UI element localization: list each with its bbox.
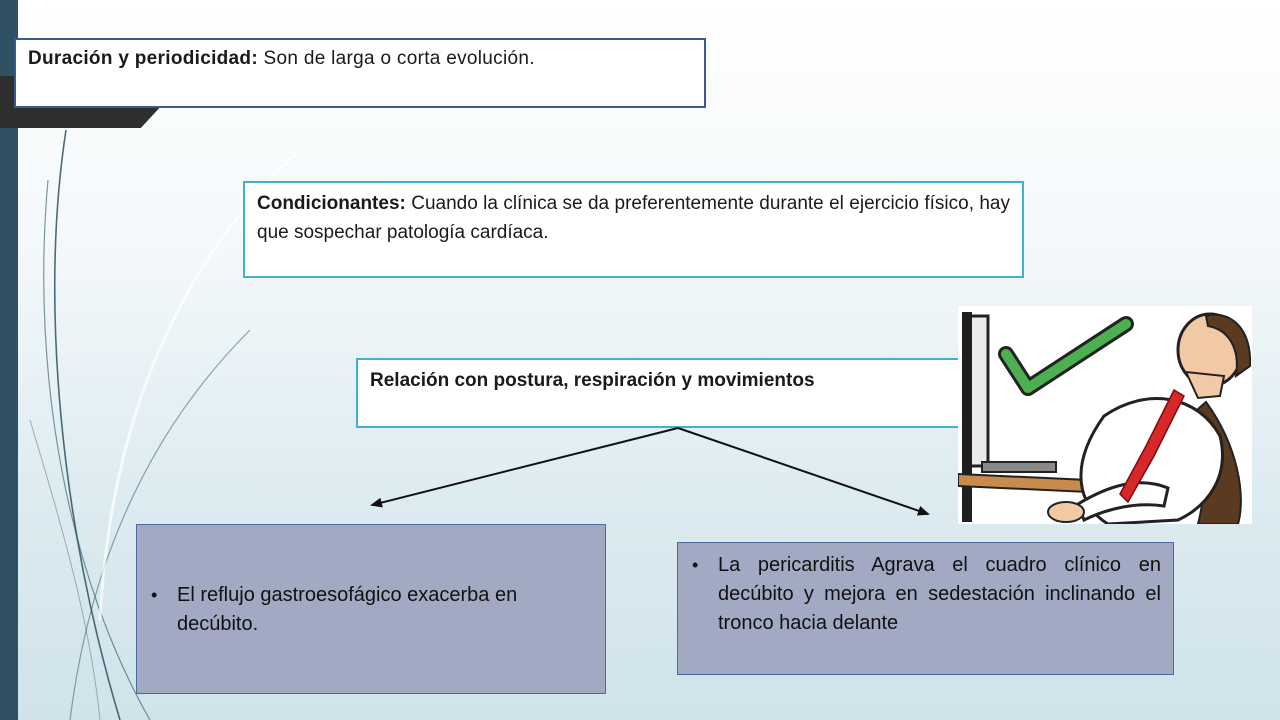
arrow-right bbox=[677, 427, 930, 516]
duracion-text: Son de larga o corta evolución. bbox=[257, 48, 535, 69]
bullet-icon: • bbox=[692, 555, 699, 575]
bullet-icon: • bbox=[151, 585, 158, 605]
duracion-box: Duración y periodicidad: Son de larga o … bbox=[14, 38, 706, 108]
condicionantes-text: Cuando la clínica se da preferentemente … bbox=[257, 193, 1010, 243]
left-accent-band bbox=[0, 0, 18, 720]
pericarditis-text: La pericarditis Agrava el cuadro clínico… bbox=[718, 554, 1161, 634]
pericarditis-panel: • La pericarditis Agrava el cuadro clíni… bbox=[677, 542, 1174, 675]
duracion-heading: Duración y periodicidad: bbox=[28, 48, 258, 69]
relacion-box: Relación con postura, respiración y movi… bbox=[356, 358, 978, 428]
reflujo-text: El reflujo gastroesofágico exacerba en d… bbox=[177, 584, 518, 635]
condicionantes-box: Condicionantes: Cuando la clínica se da … bbox=[243, 181, 1024, 278]
relacion-heading: Relación con postura, respiración y movi… bbox=[370, 370, 815, 391]
reflujo-panel: • El reflujo gastroesofágico exacerba en… bbox=[136, 524, 606, 694]
pericarditis-list-item: • La pericarditis Agrava el cuadro clíni… bbox=[692, 551, 1161, 638]
arrow-left bbox=[370, 427, 679, 508]
reflujo-list-item: • El reflujo gastroesofágico exacerba en… bbox=[151, 581, 589, 639]
condicionantes-heading: Condicionantes: bbox=[257, 193, 406, 214]
reclining-man-illustration bbox=[958, 306, 1252, 524]
check-mark-icon bbox=[998, 316, 1134, 396]
